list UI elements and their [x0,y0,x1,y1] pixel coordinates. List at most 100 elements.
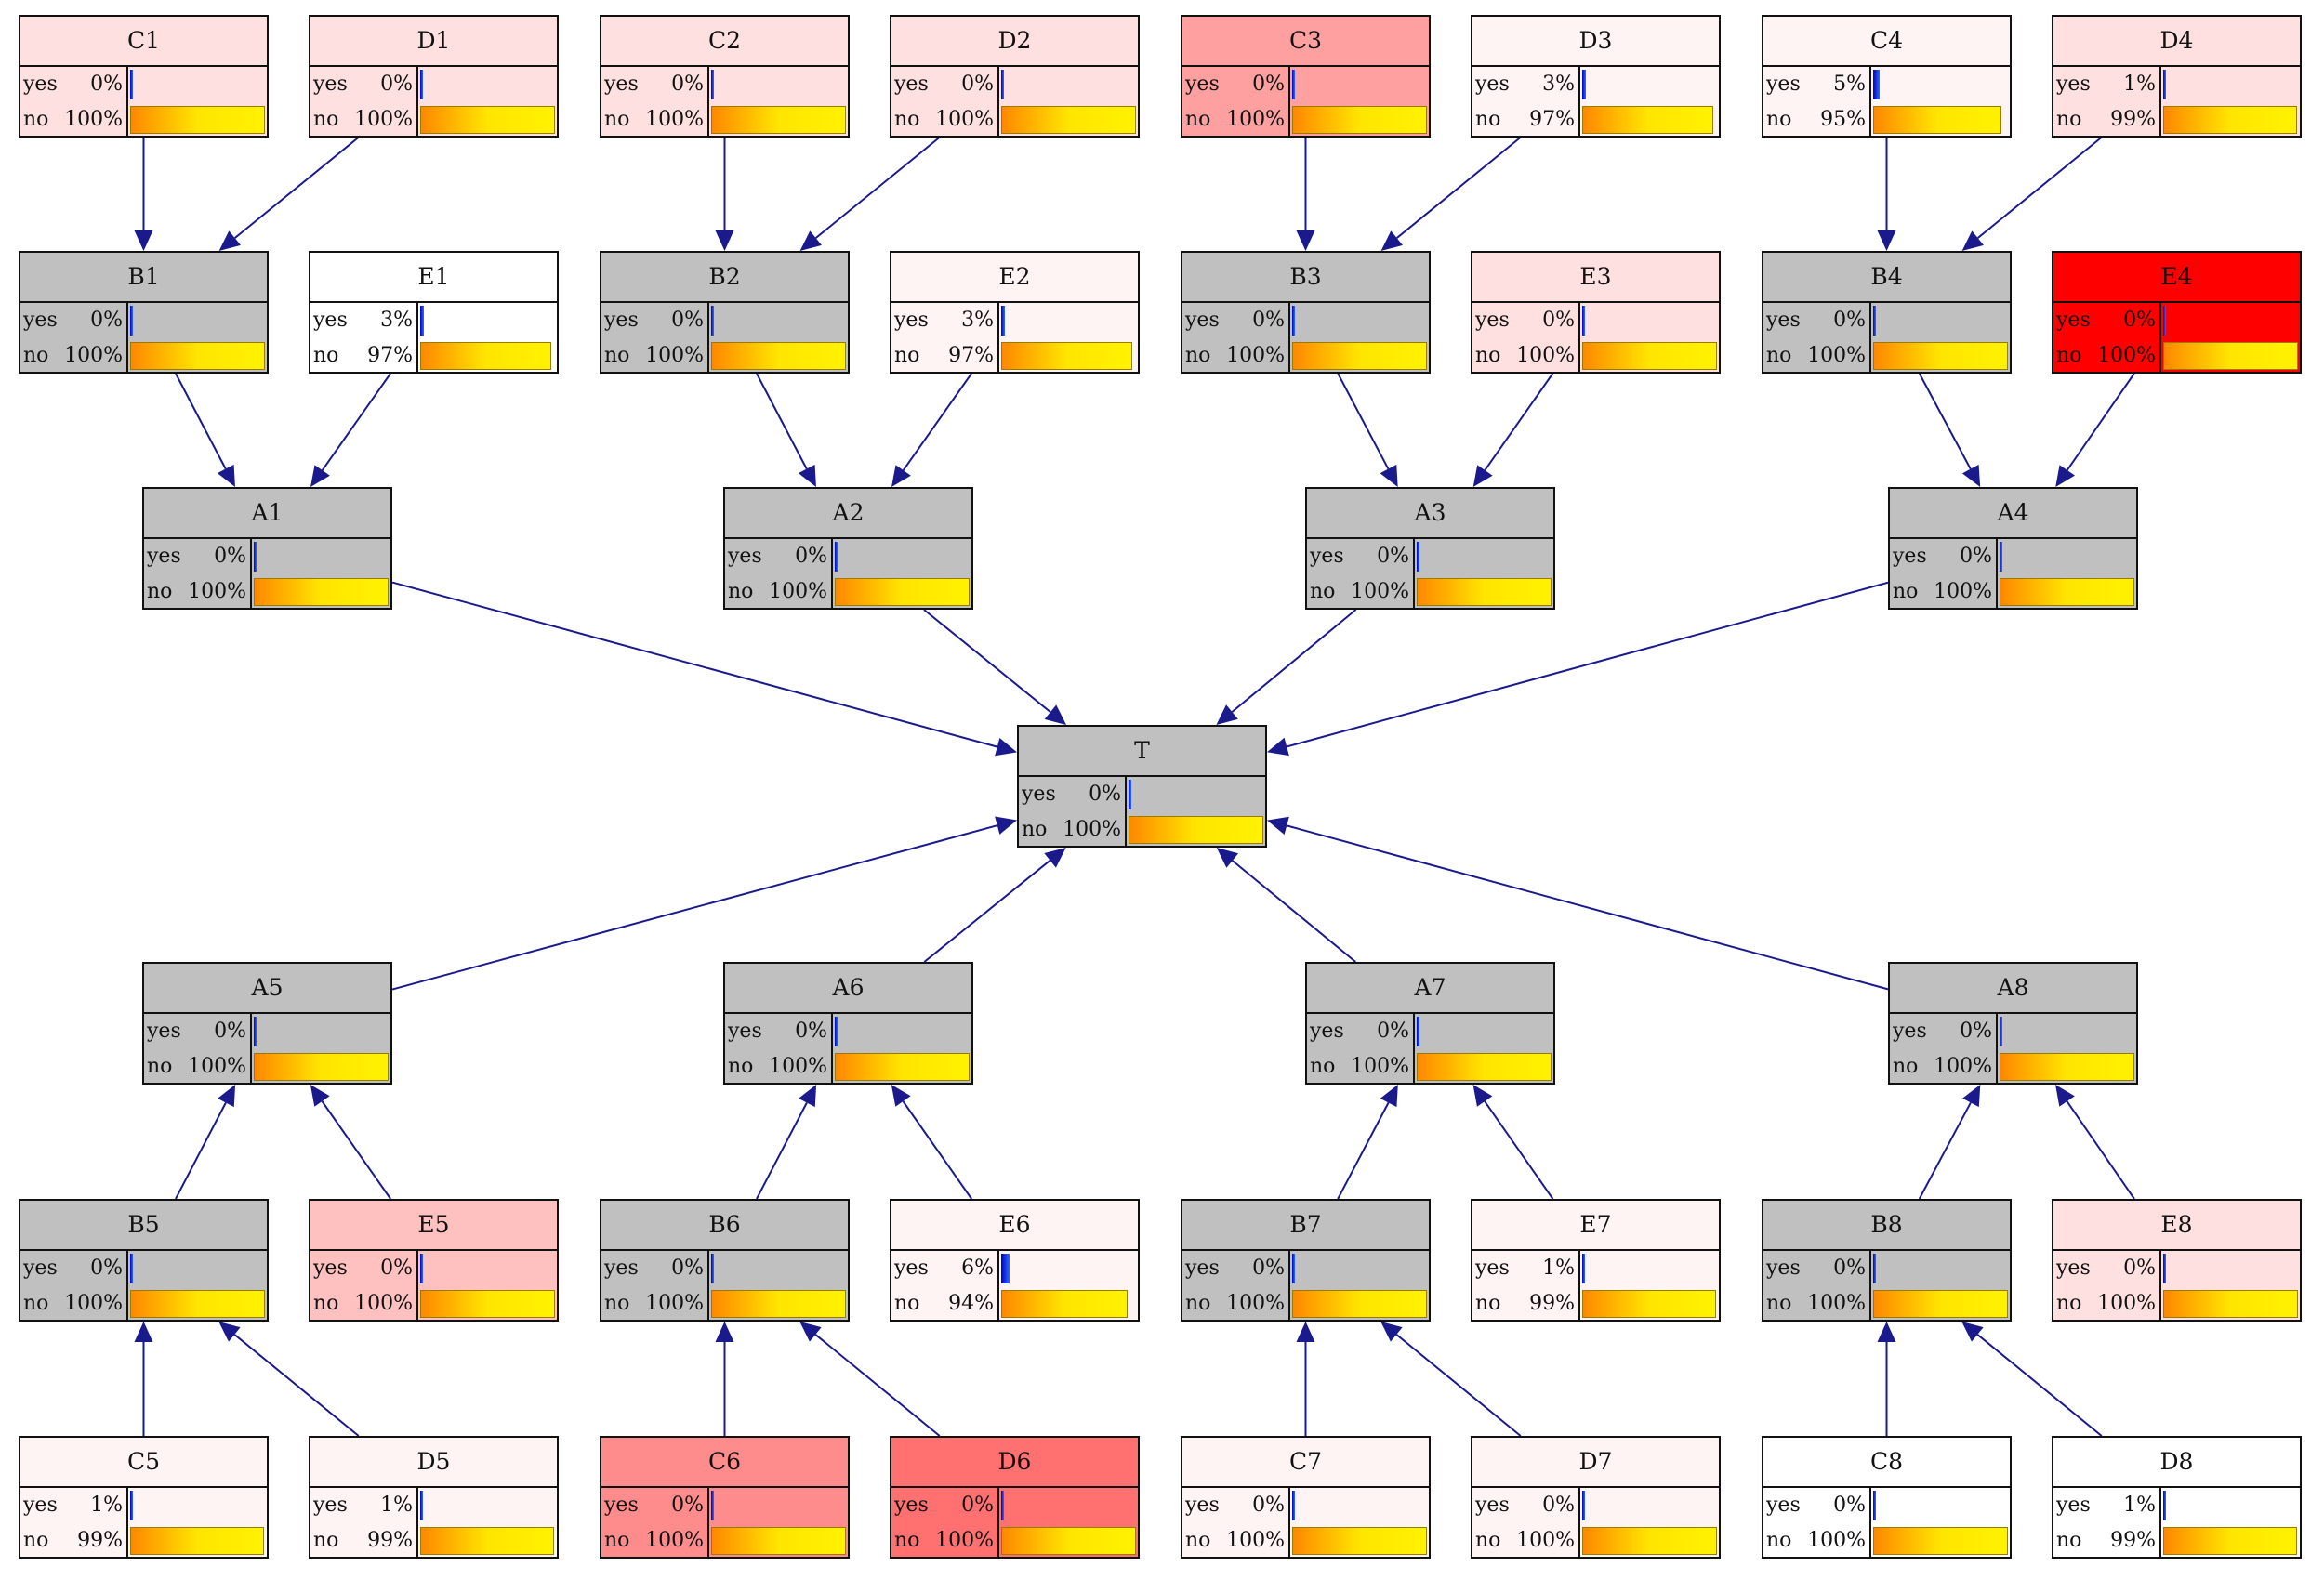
arrowhead-icon [1044,848,1066,868]
node-title: C4 [1763,17,2010,67]
state-name: no [894,1292,920,1315]
state-probability: 0% [795,1020,827,1043]
probability-bar-no [1873,1527,2008,1555]
bar-area-no [1413,574,1553,610]
bar-area-no [997,1286,1138,1322]
bar-area-yes [1413,1014,1553,1049]
state-probability: 0% [90,72,123,96]
bar-area-yes [126,303,267,338]
state-probability: 99% [1529,1292,1575,1315]
probability-bar-yes [2163,306,2166,336]
arrowhead-icon [1472,1085,1493,1107]
bar-area-yes [1288,1488,1429,1523]
node-title: B3 [1182,253,1429,303]
state-name: no [2056,108,2082,131]
state-name: no [23,108,49,131]
state-name: no [1766,1292,1792,1315]
edge-d3-to-b3 [1380,137,1522,251]
probability-bar-no [1582,106,1713,134]
state-name: yes [1893,545,1927,568]
bar-area-no [1288,338,1429,374]
edge-a1-to-t [391,581,1017,757]
edge-line [1918,373,1972,470]
edge-line [923,609,1051,713]
state-probability: 0% [671,309,704,332]
edge-b4-to-a4 [1918,373,1981,487]
probability-bar-no [1873,106,2001,134]
bar-area-no [707,102,848,138]
node-title: A6 [725,964,971,1014]
probability-bar-no [1129,816,1263,844]
arrowhead-icon [891,465,911,487]
state-name: yes [1893,1020,1927,1043]
state-probability: 3% [961,309,994,332]
state-name: yes [1185,1493,1220,1517]
probability-bar-yes [130,1491,133,1520]
state-name: no [894,344,920,367]
probability-bar-yes [1001,1491,1004,1520]
arrowhead-icon [1267,816,1289,836]
state-name: no [728,1055,754,1078]
edge-line [1977,137,2103,239]
state-name: yes [604,1257,639,1280]
edge-d4-to-b4 [1961,137,2103,251]
arrowhead-icon [218,1322,241,1342]
bar-area-no [707,1523,848,1559]
edge-line [902,373,972,471]
